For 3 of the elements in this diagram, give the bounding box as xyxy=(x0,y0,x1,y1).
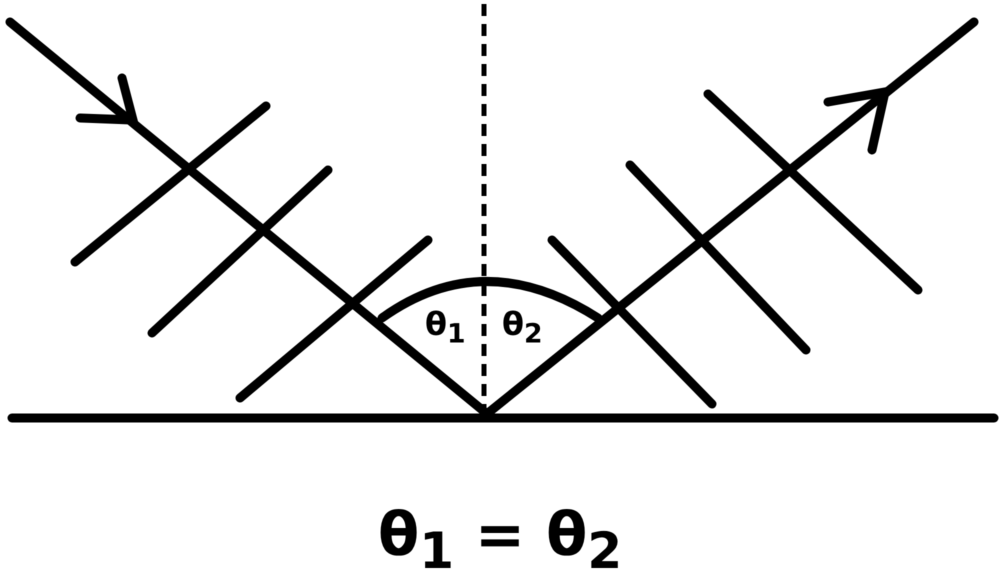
angle-label: θ$_{1}$ xyxy=(425,308,466,348)
angle-label: θ$_{2}$ xyxy=(502,308,543,348)
equation: θ$_{1}$ = θ$_{2}$ xyxy=(378,505,622,576)
